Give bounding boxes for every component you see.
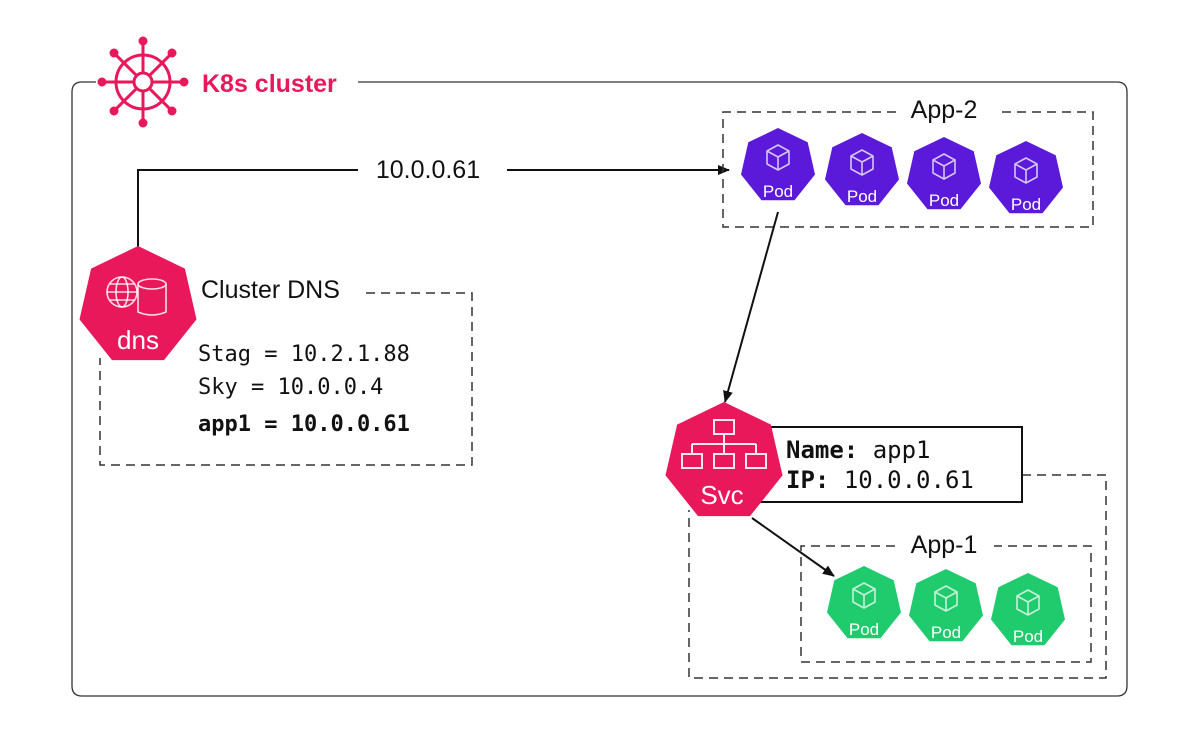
pod: Pod	[827, 566, 901, 639]
pod-label: Pod	[847, 187, 877, 206]
app2-title: App-2	[911, 96, 978, 124]
dns-box	[99, 292, 473, 466]
svg-text:Name: app1: Name: app1	[786, 436, 931, 464]
svc-info-box	[757, 426, 1023, 503]
pod: Pod	[989, 141, 1063, 214]
pod: Pod	[907, 137, 981, 210]
svc-ip-value: 10.0.0.61	[844, 466, 974, 494]
dns-title: Cluster DNS	[201, 276, 340, 304]
globe-database-icon	[106, 276, 167, 316]
pod-label: Pod	[1013, 627, 1043, 646]
helm-wheel-icon	[97, 36, 189, 128]
pod: Pod	[741, 128, 815, 201]
pod-label: Pod	[763, 182, 793, 201]
dns-record-highlight: app1 = 10.0.0.61	[198, 412, 410, 437]
pod: Pod	[991, 573, 1065, 646]
cluster-title: K8s cluster	[202, 70, 337, 98]
dns-icon-label: dns	[117, 325, 159, 355]
cluster-border	[71, 81, 1128, 697]
pod: Pod	[825, 133, 899, 206]
pod-label: Pod	[929, 191, 959, 210]
svc-icon-label: Svc	[700, 480, 743, 510]
dns-to-app2-line	[137, 169, 358, 250]
svc-group-box	[688, 474, 1107, 679]
dns-badge: dns	[79, 246, 197, 361]
dns-record: Stag = 10.2.1.88	[198, 342, 410, 367]
svc-to-app1-arrow	[751, 517, 835, 577]
top-arrow-label: 10.0.0.61	[376, 156, 480, 184]
svg-text:IP: 10.0.0.61: IP: 10.0.0.61	[786, 466, 974, 494]
pod-label: Pod	[1011, 195, 1041, 214]
pod-label: Pod	[931, 623, 961, 642]
app1-title: App-1	[911, 531, 978, 559]
svc-name-value: app1	[873, 436, 931, 464]
svc-badge: Svc	[665, 402, 783, 517]
pod-label: Pod	[849, 620, 879, 639]
network-tree-icon	[681, 419, 767, 469]
dns-record: Sky = 10.0.0.4	[198, 375, 383, 400]
app2-to-svc-arrow	[723, 211, 779, 403]
app1-box	[800, 545, 1092, 663]
svc-ip-key: IP:	[786, 466, 829, 494]
app2-box	[722, 111, 1094, 228]
svc-name-key: Name:	[786, 436, 858, 464]
pod: Pod	[909, 569, 983, 642]
